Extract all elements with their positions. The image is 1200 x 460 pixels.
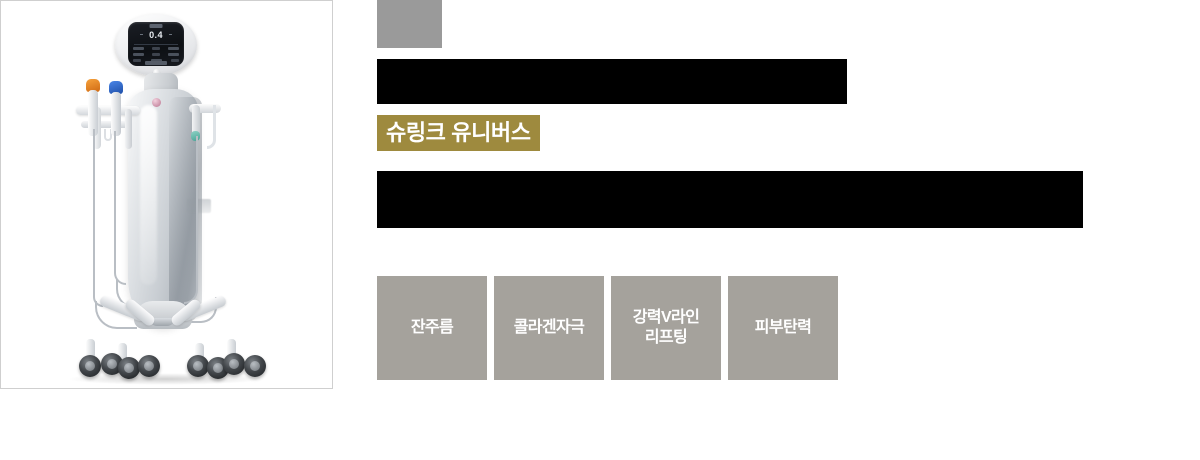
- handpiece-blue: [111, 92, 121, 136]
- eyebrow-placeholder-block: [377, 0, 442, 48]
- feature-label: 콜라겐자극: [513, 319, 585, 337]
- handpiece-teal: [192, 105, 200, 135]
- feature-box[interactable]: 강력V라인 리프팅: [611, 276, 721, 380]
- product-image: 0.4: [1, 1, 332, 388]
- feature-label: 피부탄력: [754, 319, 812, 337]
- feature-label: 강력V라인 리프팅: [632, 309, 700, 346]
- screen-brand-logo: [145, 61, 167, 65]
- cart-caster-wheel: [79, 355, 101, 377]
- caster-stem: [118, 343, 127, 363]
- cart-caster-wheel: [187, 355, 209, 377]
- caster-stem: [86, 339, 95, 359]
- feature-box[interactable]: 피부탄력: [728, 276, 838, 380]
- cart-caster-wheel: [118, 357, 140, 379]
- device-badge: [152, 98, 161, 107]
- device-cable: [95, 301, 137, 329]
- product-name-highlight: 슈링크 유니버스: [377, 115, 540, 151]
- handpiece-orange-tip: [86, 79, 100, 92]
- device-cable: [184, 136, 198, 304]
- device-base-cap: [149, 318, 175, 326]
- handpiece-cradle-right: [189, 104, 221, 113]
- caster-stem: [195, 343, 204, 363]
- cable-hook-icon: [104, 129, 112, 141]
- cart-caster-wheel: [244, 355, 266, 377]
- screen-tick-left: [140, 34, 143, 35]
- screen-top-indicator: [149, 24, 163, 28]
- cart-caster-wheel: [138, 355, 160, 377]
- feature-box[interactable]: 잔주름: [377, 276, 487, 380]
- feature-label: 잔주름: [410, 319, 454, 337]
- feature-box[interactable]: 콜라겐자극: [494, 276, 604, 380]
- cart-caster-wheel: [101, 353, 123, 375]
- device-screen: 0.4: [128, 22, 184, 66]
- handpiece-orange: [88, 90, 98, 136]
- handpiece-cradle-left: [76, 106, 140, 115]
- redacted-description-bar: [377, 171, 1083, 228]
- handpiece-cradle-left-lower: [81, 121, 131, 128]
- feature-box-row: 잔주름 콜라겐자극 강력V라인 리프팅 피부탄력: [377, 276, 838, 380]
- screen-param-row: [133, 47, 179, 50]
- device-cable: [114, 131, 126, 285]
- screen-divider: [134, 44, 178, 45]
- device-body-highlight: [140, 105, 157, 285]
- screen-tick-right: [169, 34, 172, 35]
- device-cable: [191, 297, 217, 323]
- screen-depth-value: 0.4: [149, 30, 163, 40]
- device-wordmark: [187, 199, 211, 213]
- floor-shadow: [67, 373, 263, 385]
- screen-param-row: [133, 59, 179, 62]
- redacted-headline-bar: [377, 59, 847, 104]
- device-cable: [93, 129, 103, 307]
- handpiece-blue-tip: [109, 81, 123, 94]
- product-name-label: 슈링크 유니버스: [386, 120, 531, 145]
- product-image-frame: 0.4: [0, 0, 333, 389]
- cart-caster-wheel: [223, 353, 245, 375]
- cradle-right-hook: [207, 105, 216, 149]
- console-power-button: [153, 69, 160, 76]
- content-column: 슈링크 유니버스 잔주름 콜라겐자극 강력V라인 리프팅 피부탄력: [377, 0, 1200, 460]
- hifu-device-illustration: 0.4: [1, 1, 332, 388]
- cradle-post-secondary: [125, 109, 132, 149]
- screen-param-row: [133, 53, 179, 56]
- caster-stem: [227, 339, 236, 359]
